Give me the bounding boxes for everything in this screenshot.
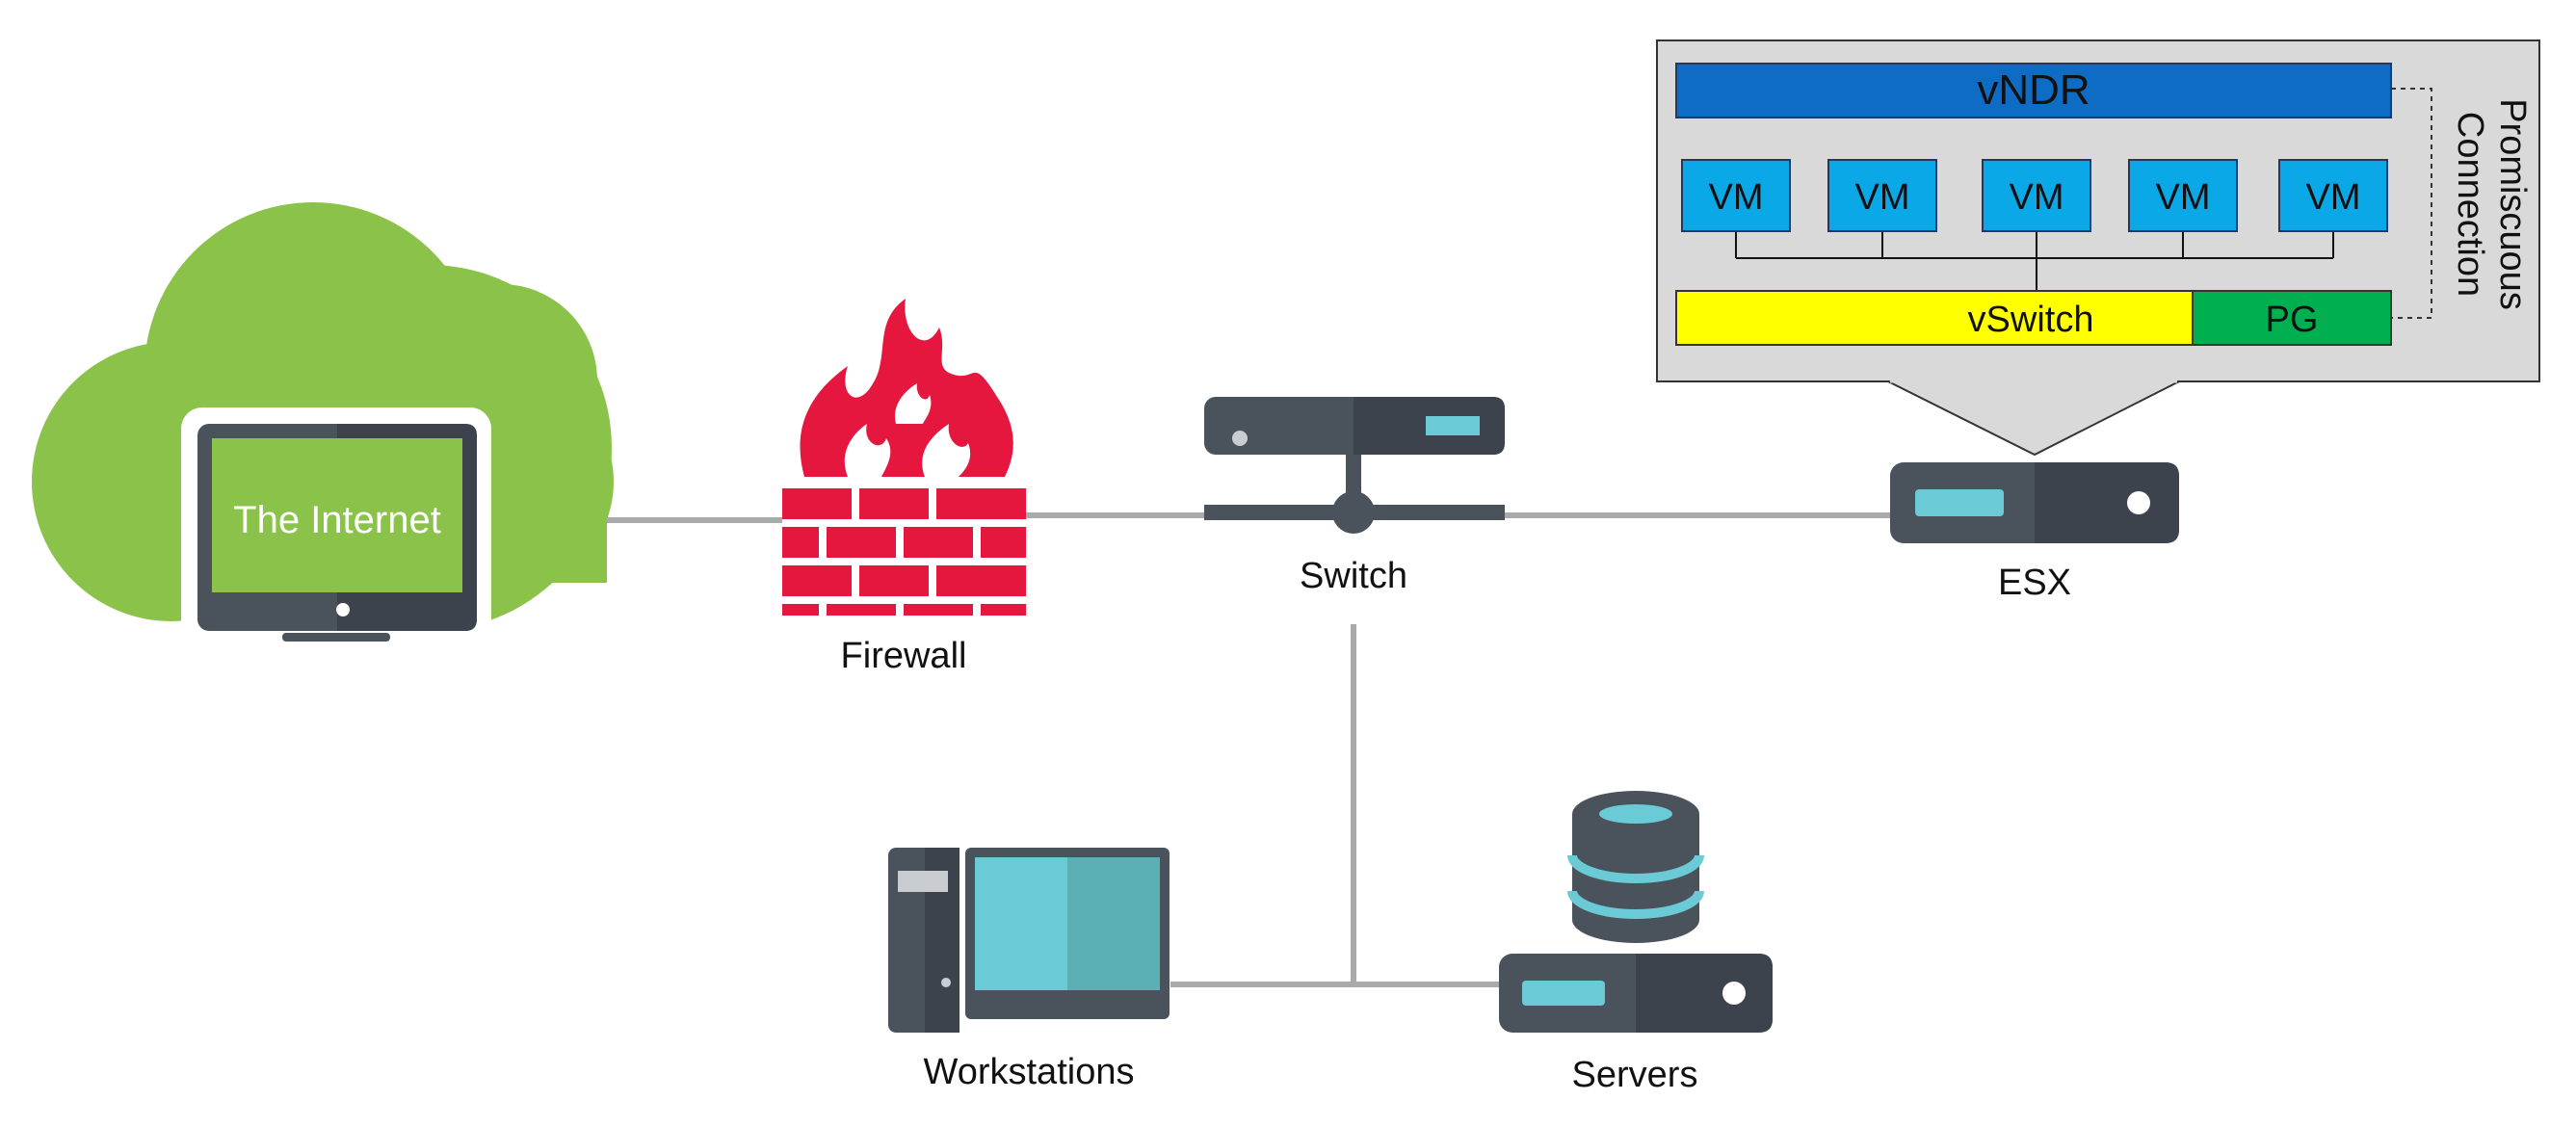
internet-node: The Internet [32,202,614,648]
vm-box: VM [2128,159,2238,232]
monitor-icon [965,848,1170,1019]
esx-node: ESX [1890,462,2179,603]
promiscuous-label-line2: Connection [2450,112,2490,297]
brick-wall-icon [782,488,1026,616]
tower-icon [888,848,959,1033]
vm-row: VM VM VM VM VM [1681,159,2388,232]
esx-detail-panel: vNDR VM VM VM VM [1656,39,2540,457]
workstations-label: Workstations [924,1052,1135,1092]
flame-highlights [844,383,971,477]
workstations-node: Workstations [888,848,1170,1092]
database-icon [1567,791,1704,943]
server-icon [1499,954,1773,1033]
monitor-icon [197,424,477,642]
servers-node: Servers [1499,791,1773,1095]
vm-label: VM [2010,177,2064,218]
internet-label: The Internet [233,499,441,541]
vm-label: VM [1855,177,1910,218]
vndr-bar: vNDR [1675,63,2392,118]
flame-icon [800,299,1013,477]
promiscuous-label: Promiscuous Connection [2450,98,2533,310]
pg-label: PG [2266,300,2319,340]
vm-tree-lines [1735,231,2334,291]
firewall-node: Firewall [782,299,1026,676]
vswitch-bar: vSwitch [1675,290,2194,346]
promiscuous-connection-line [2391,88,2432,319]
vm-box: VM [1982,159,2091,232]
pg-bar: PG [2192,290,2392,346]
vndr-label: vNDR [1977,66,2090,114]
esx-server-icon [1890,462,2179,543]
panel-pointer [1887,380,2180,457]
esx-label: ESX [1998,563,2071,603]
vm-label: VM [2156,177,2211,218]
vswitch-label: vSwitch [1968,300,2094,340]
connectors [602,512,1893,987]
switch-node: Switch [1204,397,1505,596]
firewall-label: Firewall [841,636,967,676]
servers-label: Servers [1572,1055,1698,1095]
switch-label: Switch [1300,556,1407,596]
vm-box: VM [1827,159,1937,232]
switch-icon [1204,397,1505,534]
vm-label: VM [2306,177,2361,218]
vm-box: VM [1681,159,1791,232]
vm-label: VM [1709,177,1764,218]
promiscuous-label-line1: Promiscuous [2492,98,2533,310]
vm-box: VM [2278,159,2388,232]
